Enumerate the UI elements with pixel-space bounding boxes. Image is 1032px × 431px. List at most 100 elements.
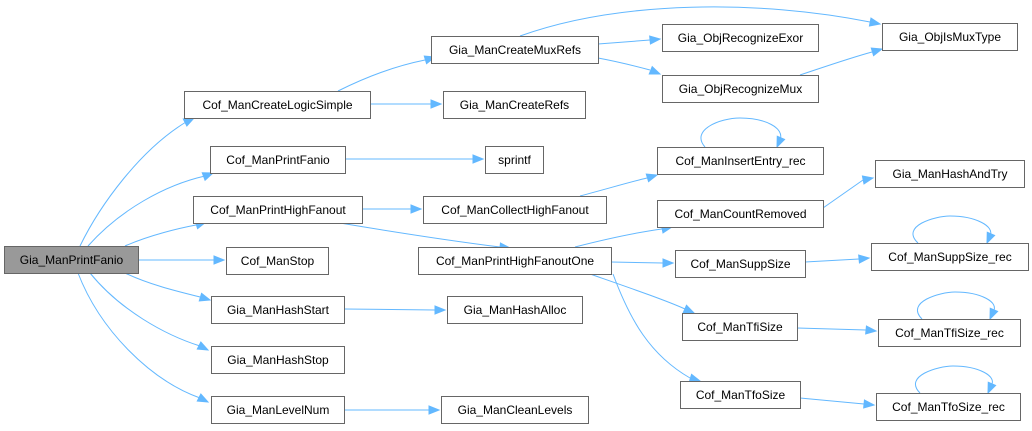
node-cchf[interactable]: Cof_ManCollectHighFanout — [423, 196, 607, 224]
node-label: Cof_ManTfoSize_rec — [892, 400, 1005, 414]
node-box — [210, 146, 346, 174]
arrowhead-icon — [213, 255, 226, 265]
node-box — [657, 200, 824, 228]
node-label: Gia_ManCreateRefs — [460, 98, 569, 112]
node-gcr[interactable]: Gia_ManCreateRefs — [443, 91, 586, 119]
edge-css-to-cssr — [804, 254, 871, 264]
node-ghstart[interactable]: Gia_ManHashStart — [211, 296, 345, 324]
edge-line — [799, 51, 873, 76]
edge-gorm-to-goimt — [799, 47, 884, 76]
node-label: Cof_ManPrintHighFanout — [210, 203, 346, 217]
node-box — [485, 146, 544, 174]
node-gore[interactable]: Gia_ObjRecognizeExor — [662, 24, 819, 52]
edge-ctfo-to-ctfor — [799, 397, 876, 409]
edge-line — [124, 272, 201, 298]
edge-cphf-to-cchf — [362, 204, 423, 214]
edge-root-to-cls — [79, 117, 196, 247]
node-ctfi[interactable]: Cof_ManTfiSize — [682, 313, 798, 341]
edge-root-to-ghstart — [124, 272, 212, 302]
node-box — [441, 396, 589, 424]
node-label: Gia_ManCleanLevels — [458, 403, 573, 417]
edge-line — [597, 57, 651, 71]
edge-line — [87, 175, 206, 247]
node-label: Gia_ObjRecognizeExor — [678, 31, 803, 45]
node-sprintf[interactable]: sprintf — [485, 146, 544, 174]
node-label: Cof_ManCreateLogicSimple — [202, 98, 352, 112]
arrowhead-icon — [645, 173, 659, 183]
node-cssr[interactable]: Cof_ManSuppSize_rec — [871, 243, 1029, 271]
edge-root-to-ghstop — [89, 272, 210, 351]
node-box — [662, 24, 819, 52]
node-label: Cof_ManStop — [241, 254, 315, 268]
node-glnum[interactable]: Gia_ManLevelNum — [211, 396, 345, 424]
edge-gcmr-to-gore — [597, 35, 662, 45]
node-gclev[interactable]: Gia_ManCleanLevels — [441, 396, 589, 424]
edge-cphfo-to-ccr — [574, 224, 674, 248]
arrowhead-icon — [986, 231, 996, 245]
edge-line — [337, 59, 426, 92]
node-ccr[interactable]: Cof_ManCountRemoved — [657, 200, 824, 228]
node-label: Gia_ObjIsMuxType — [899, 30, 1001, 44]
edge-line — [915, 365, 993, 394]
arrowhead-icon — [196, 393, 210, 403]
node-goimt[interactable]: Gia_ObjIsMuxType — [882, 23, 1018, 51]
node-box — [226, 247, 329, 275]
node-cier[interactable]: Cof_ManInsertEntry_rec — [657, 147, 824, 175]
edge-ctfir-to-ctfir — [917, 291, 999, 321]
node-box — [211, 346, 345, 374]
node-cpf[interactable]: Cof_ManPrintFanio — [210, 146, 346, 174]
edge-line — [700, 117, 782, 148]
node-label: Gia_ObjRecognizeMux — [679, 82, 802, 96]
arrowhead-icon — [201, 172, 215, 182]
node-label: Cof_ManInsertEntry_rec — [675, 154, 805, 168]
edge-line — [799, 397, 865, 405]
node-gorm[interactable]: Gia_ObjRecognizeMux — [662, 75, 819, 103]
node-label: Cof_ManTfiSize_rec — [895, 326, 1004, 340]
node-ghalloc[interactable]: Gia_ManHashAlloc — [447, 296, 583, 324]
edge-line — [804, 258, 860, 263]
edge-cchf-to-cier — [579, 173, 659, 197]
edge-line — [612, 273, 691, 379]
node-box — [418, 247, 612, 275]
arrowhead-icon — [410, 204, 423, 214]
arrowhead-icon — [861, 175, 875, 185]
arrowhead-icon — [870, 47, 884, 57]
edge-line — [519, 6, 871, 37]
node-ctfo[interactable]: Cof_ManTfoSize — [680, 381, 801, 409]
node-box — [443, 91, 586, 119]
arrowhead-icon — [682, 304, 696, 314]
node-gcmr[interactable]: Gia_ManCreateMuxRefs — [431, 36, 599, 64]
node-label: Gia_ManCreateMuxRefs — [449, 43, 581, 57]
edge-cls-to-gcmr — [337, 55, 437, 92]
node-cstop[interactable]: Cof_ManStop — [226, 247, 329, 275]
node-cphfo[interactable]: Cof_ManPrintHighFanoutOne — [418, 247, 612, 275]
node-cphf[interactable]: Cof_ManPrintHighFanout — [193, 196, 363, 224]
node-box — [871, 243, 1029, 271]
edge-root-to-cstop — [138, 255, 226, 265]
node-ghstop[interactable]: Gia_ManHashStop — [211, 346, 345, 374]
node-ctfir[interactable]: Cof_ManTfiSize_rec — [878, 319, 1021, 347]
node-label: Cof_ManCollectHighFanout — [441, 203, 589, 217]
node-root[interactable]: Gia_ManPrintFanio — [4, 246, 139, 274]
arrowhead-icon — [858, 254, 871, 264]
edge-line — [579, 177, 648, 197]
node-css[interactable]: Cof_ManSuppSize — [675, 250, 806, 278]
node-box — [423, 196, 607, 224]
edge-line — [339, 222, 501, 248]
edge-line — [597, 39, 651, 45]
node-label: Cof_ManSuppSize — [690, 257, 790, 271]
node-cls[interactable]: Cof_ManCreateLogicSimple — [184, 91, 371, 119]
edge-cier-to-cier — [700, 117, 786, 149]
node-ghat[interactable]: Gia_ManHashAndTry — [875, 160, 1025, 188]
node-label: Cof_ManPrintFanio — [226, 153, 330, 167]
node-box — [431, 36, 599, 64]
node-label: Gia_ManPrintFanio — [20, 253, 124, 267]
node-box — [682, 313, 798, 341]
arrowhead-icon — [688, 373, 702, 383]
node-ctfor[interactable]: Cof_ManTfoSize_rec — [876, 393, 1021, 421]
edge-ctfi-to-ctfir — [796, 325, 878, 335]
arrowhead-icon — [989, 307, 999, 321]
edge-line — [822, 179, 864, 209]
arrowhead-icon — [863, 399, 876, 409]
